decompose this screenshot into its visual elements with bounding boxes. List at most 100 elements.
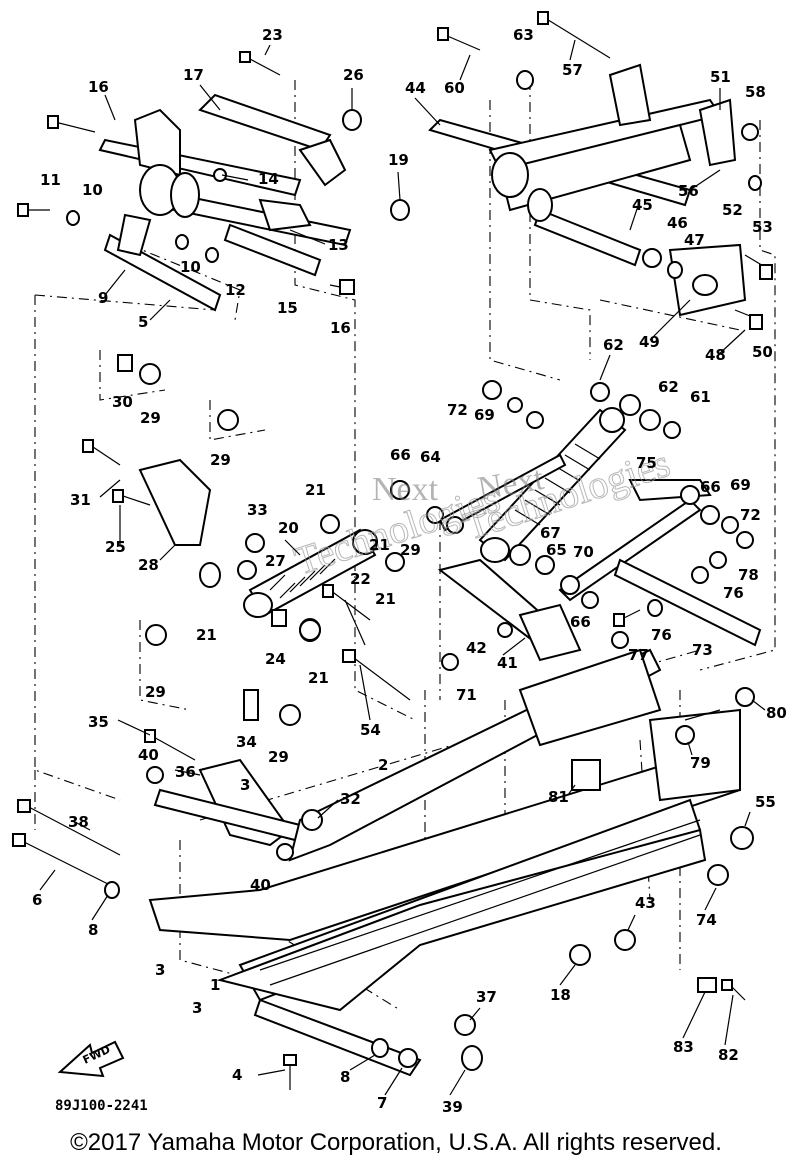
callout-70: 70 <box>573 543 594 561</box>
callout-27: 27 <box>265 552 286 570</box>
leader-lines <box>39 39 766 1096</box>
callout-76b: 76 <box>651 626 672 644</box>
callout-75: 75 <box>636 454 657 472</box>
callout-8a: 8 <box>88 921 98 939</box>
hardware <box>12 11 773 1090</box>
callout-66a: 66 <box>390 446 411 464</box>
callout-47: 47 <box>684 231 705 249</box>
callout-60: 60 <box>444 79 465 97</box>
callout-21e: 21 <box>369 536 390 554</box>
callout-13: 13 <box>328 236 349 254</box>
callout-55: 55 <box>755 793 776 811</box>
callout-52: 52 <box>722 201 743 219</box>
callout-57: 57 <box>562 61 583 79</box>
callout-21d: 21 <box>308 669 329 687</box>
callout-61: 61 <box>690 388 711 406</box>
watermark-text-1: Next <box>372 471 439 508</box>
rear-pivot-frame <box>428 63 747 317</box>
callout-79: 79 <box>690 754 711 772</box>
callout-82: 82 <box>718 1046 739 1064</box>
callout-65: 65 <box>546 541 567 559</box>
callout-10b: 10 <box>180 258 201 276</box>
callout-63: 63 <box>513 26 534 44</box>
callout-62a: 62 <box>603 336 624 354</box>
callout-14: 14 <box>258 170 279 188</box>
callout-69b: 69 <box>730 476 751 494</box>
callout-29c: 29 <box>145 683 166 701</box>
callout-49: 49 <box>639 333 660 351</box>
callout-34: 34 <box>236 733 257 751</box>
callout-56: 56 <box>678 182 699 200</box>
callout-20: 20 <box>278 519 299 537</box>
callout-83: 83 <box>673 1038 694 1056</box>
callout-32: 32 <box>340 790 361 808</box>
callout-81: 81 <box>548 788 569 806</box>
callout-41: 41 <box>497 654 518 672</box>
callout-54: 54 <box>360 721 381 739</box>
callout-40b: 40 <box>250 876 271 894</box>
callout-72a: 72 <box>447 401 468 419</box>
callout-76a: 76 <box>723 584 744 602</box>
callout-58: 58 <box>745 83 766 101</box>
callout-28: 28 <box>138 556 159 574</box>
callout-1: 1 <box>210 976 220 994</box>
callout-51: 51 <box>710 68 731 86</box>
callout-6: 6 <box>32 891 42 909</box>
callout-8b: 8 <box>340 1068 350 1086</box>
rear-shock-absorber <box>478 407 627 563</box>
callout-3a: 3 <box>155 961 165 979</box>
callout-31: 31 <box>70 491 91 509</box>
callout-80: 80 <box>766 704 787 722</box>
callout-4: 4 <box>232 1066 242 1084</box>
callout-16b: 16 <box>330 319 351 337</box>
suspension-links <box>138 453 762 847</box>
callout-67: 67 <box>540 524 561 542</box>
callout-29d: 29 <box>268 748 289 766</box>
callout-22: 22 <box>350 570 371 588</box>
drawing-code: 89J100-2241 <box>55 1098 148 1114</box>
callout-78: 78 <box>738 566 759 584</box>
callout-48: 48 <box>705 346 726 364</box>
callout-43: 43 <box>635 894 656 912</box>
callout-19: 19 <box>388 151 409 169</box>
callout-66c: 66 <box>700 478 721 496</box>
callout-44: 44 <box>405 79 426 97</box>
callout-74: 74 <box>696 911 717 929</box>
callout-53: 53 <box>752 218 773 236</box>
callout-10a: 10 <box>82 181 103 199</box>
callout-9: 9 <box>98 289 108 307</box>
callout-2: 2 <box>378 756 388 774</box>
callout-40a: 40 <box>138 746 159 764</box>
callout-30: 30 <box>112 393 133 411</box>
callout-5: 5 <box>138 313 148 331</box>
callout-50: 50 <box>752 343 773 361</box>
callout-73: 73 <box>692 641 713 659</box>
callout-42: 42 <box>466 639 487 657</box>
callout-72b: 72 <box>740 506 761 524</box>
callout-29b: 29 <box>210 451 231 469</box>
callout-21c: 21 <box>196 626 217 644</box>
callout-29e: 29 <box>400 541 421 559</box>
callout-33: 33 <box>247 501 268 519</box>
callout-29a: 29 <box>140 409 161 427</box>
callout-39: 39 <box>442 1098 463 1116</box>
front-shock-absorber <box>243 528 378 618</box>
callout-3c: 3 <box>240 776 250 794</box>
callout-7: 7 <box>377 1094 387 1112</box>
callout-3b: 3 <box>192 999 202 1017</box>
callout-16a: 16 <box>88 78 109 96</box>
callout-45: 45 <box>632 196 653 214</box>
callout-37: 37 <box>476 988 497 1006</box>
callout-21a: 21 <box>305 481 326 499</box>
callout-62b: 62 <box>658 378 679 396</box>
callout-71: 71 <box>456 686 477 704</box>
callout-17: 17 <box>183 66 204 84</box>
callout-25: 25 <box>105 538 126 556</box>
callout-26: 26 <box>343 66 364 84</box>
callout-11: 11 <box>40 171 61 189</box>
callout-24: 24 <box>265 650 286 668</box>
callout-35: 35 <box>88 713 109 731</box>
callout-labels: 1 2 3 3 3 4 5 6 7 8 8 9 10 10 11 12 13 1… <box>32 26 787 1116</box>
callout-21b: 21 <box>375 590 396 608</box>
